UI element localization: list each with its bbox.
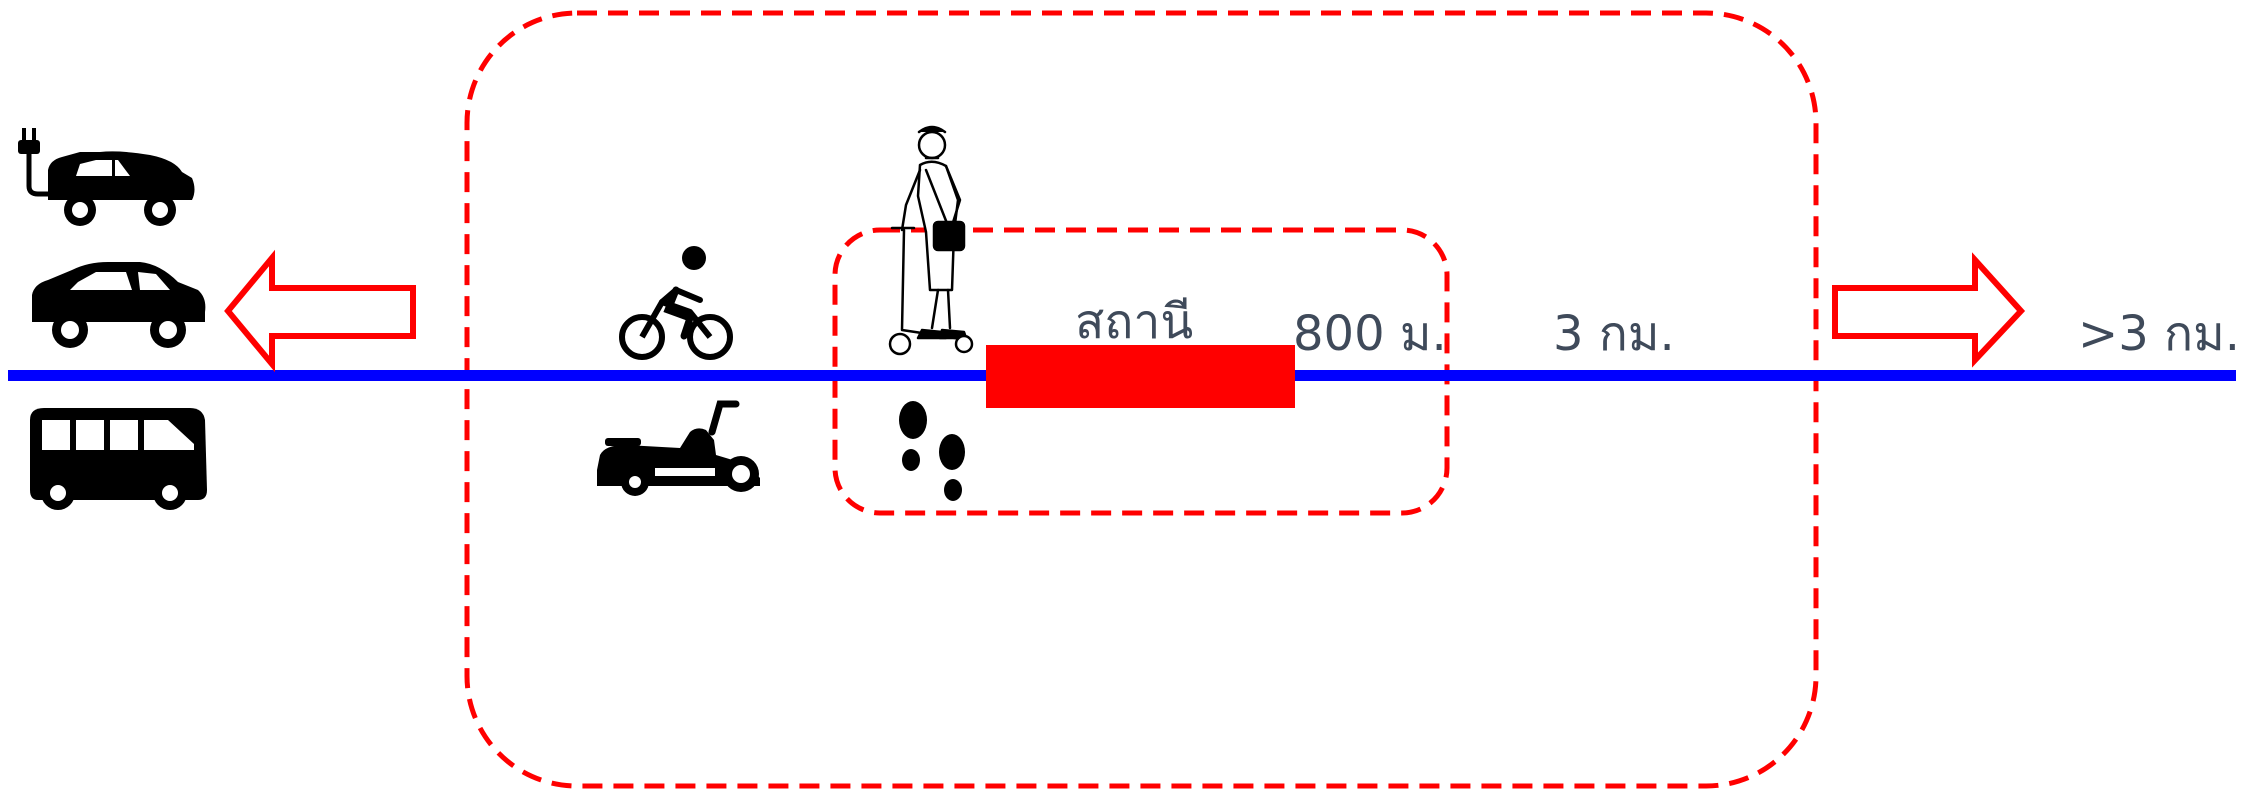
distance-label-800m: 800 ม.	[1293, 306, 1447, 362]
station-block	[986, 345, 1295, 408]
arrow-left-icon	[224, 249, 416, 373]
station-label: สถานี	[1075, 294, 1193, 350]
outer-zone-3km	[464, 10, 1819, 789]
footprints-icon	[899, 401, 965, 501]
bicycle-icon	[619, 246, 733, 360]
bus-icon	[30, 408, 207, 510]
scooter-icon	[597, 400, 760, 496]
distance-label-over-3km: >3 กม.	[2078, 306, 2240, 362]
car-icon	[32, 262, 206, 348]
arrow-right-icon	[1832, 252, 2026, 368]
electric-car-icon	[18, 128, 195, 226]
kick-scooter-person-icon	[888, 125, 974, 356]
distance-label-3km: 3 กม.	[1553, 306, 1675, 362]
